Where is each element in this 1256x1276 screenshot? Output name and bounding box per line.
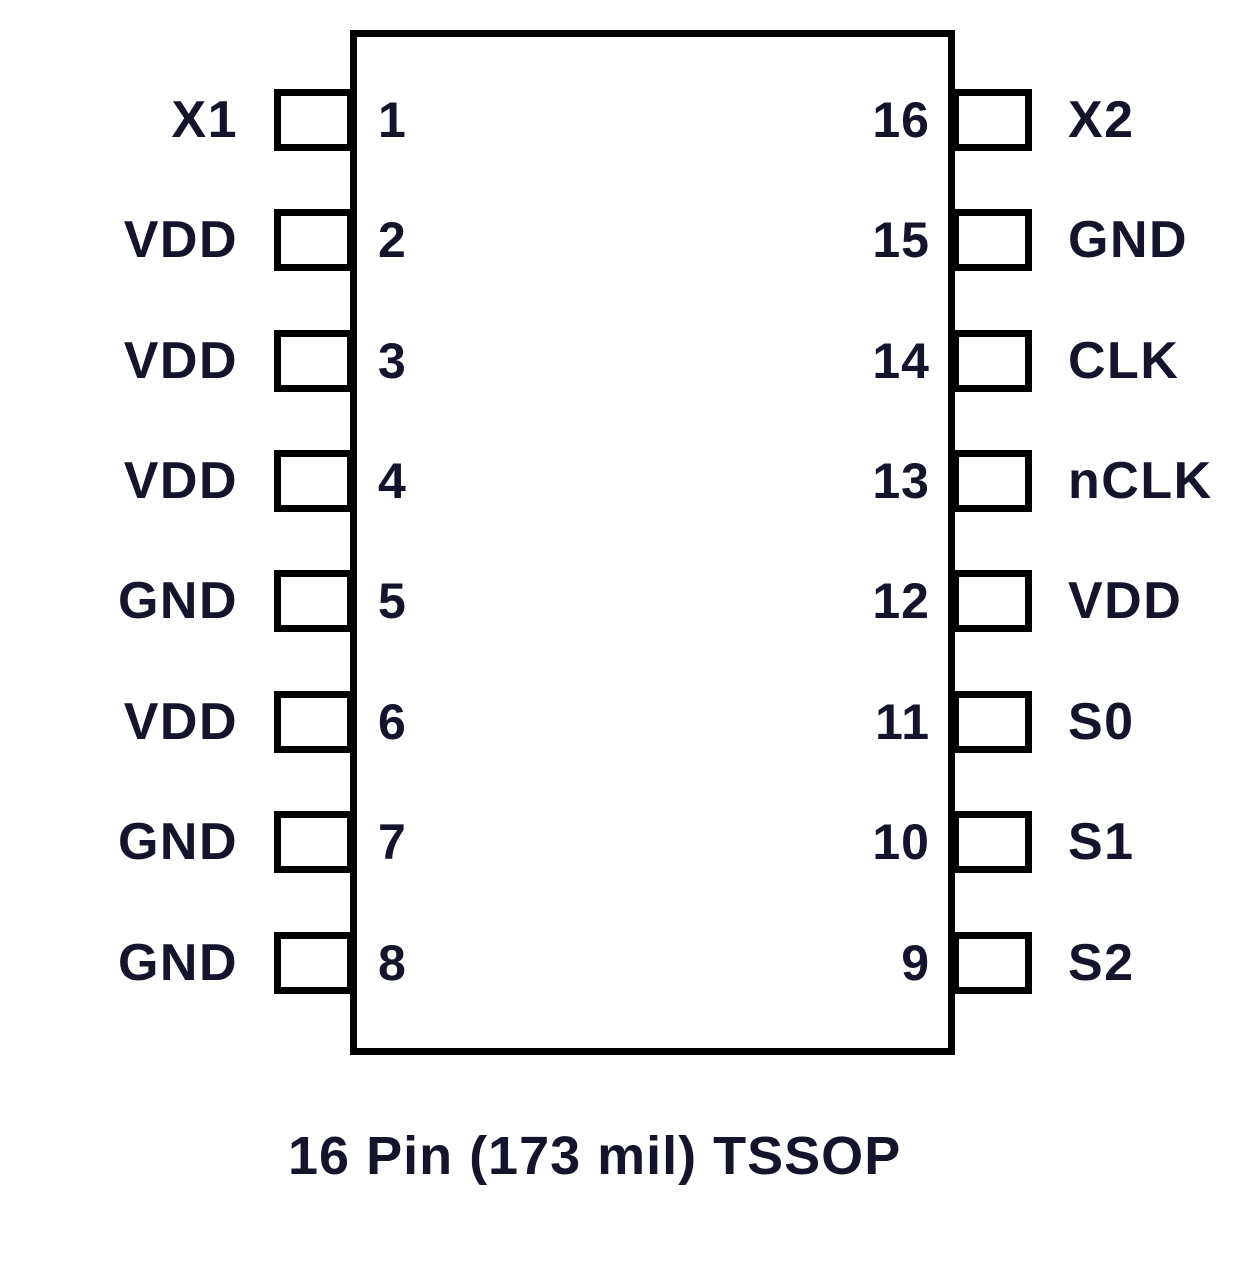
pin-signal-label-15: GND [1068, 211, 1189, 269]
pin-number-8: 8 [378, 935, 407, 991]
pin-signal-label-10: S1 [1068, 813, 1135, 871]
pin-number-16: 16 [872, 92, 930, 148]
pin-signal-label-5: GND [117, 572, 238, 630]
pin-signal-label-12: VDD [1068, 572, 1183, 630]
pin-signal-label-8: GND [117, 934, 238, 992]
pin-signal-label-1: X1 [171, 91, 238, 149]
package-body-outline [350, 30, 955, 1055]
pin-lead-12 [952, 570, 1032, 632]
pin-signal-label-14: CLK [1068, 332, 1180, 390]
pin-lead-10 [952, 811, 1032, 873]
pin-lead-13 [952, 450, 1032, 512]
pin-signal-label-3: VDD [123, 332, 238, 390]
pin-lead-11 [952, 691, 1032, 753]
pin-lead-4 [274, 450, 354, 512]
pin-signal-label-4: VDD [123, 452, 238, 510]
pin-number-5: 5 [378, 573, 407, 629]
pin-lead-16 [952, 89, 1032, 151]
pin-lead-9 [952, 932, 1032, 994]
pin-number-2: 2 [378, 212, 407, 268]
pin-lead-15 [952, 209, 1032, 271]
pin-number-10: 10 [872, 814, 930, 870]
pin-lead-6 [274, 691, 354, 753]
pin-lead-2 [274, 209, 354, 271]
pin-number-3: 3 [378, 333, 407, 389]
pin-number-15: 15 [872, 212, 930, 268]
pin-signal-label-11: S0 [1068, 693, 1135, 751]
pin-signal-label-2: VDD [123, 211, 238, 269]
pin-number-7: 7 [378, 814, 407, 870]
pin-lead-14 [952, 330, 1032, 392]
pin-lead-3 [274, 330, 354, 392]
package-caption: 16 Pin (173 mil) TSSOP [288, 1126, 902, 1186]
pin-lead-1 [274, 89, 354, 151]
pin-number-1: 1 [378, 92, 407, 148]
pin-number-9: 9 [901, 935, 930, 991]
pin-number-4: 4 [378, 453, 407, 509]
pin-number-6: 6 [378, 694, 407, 750]
pin-lead-5 [274, 570, 354, 632]
pin-number-14: 14 [872, 333, 930, 389]
pin-lead-7 [274, 811, 354, 873]
pin-lead-8 [274, 932, 354, 994]
pin-number-13: 13 [872, 453, 930, 509]
pin-signal-label-6: VDD [123, 693, 238, 751]
pin-number-11: 11 [875, 694, 930, 750]
pin-signal-label-7: GND [117, 813, 238, 871]
pin-signal-label-16: X2 [1068, 91, 1135, 149]
pin-signal-label-9: S2 [1068, 934, 1135, 992]
pin-signal-label-13: nCLK [1068, 452, 1213, 510]
pin-number-12: 12 [872, 573, 930, 629]
